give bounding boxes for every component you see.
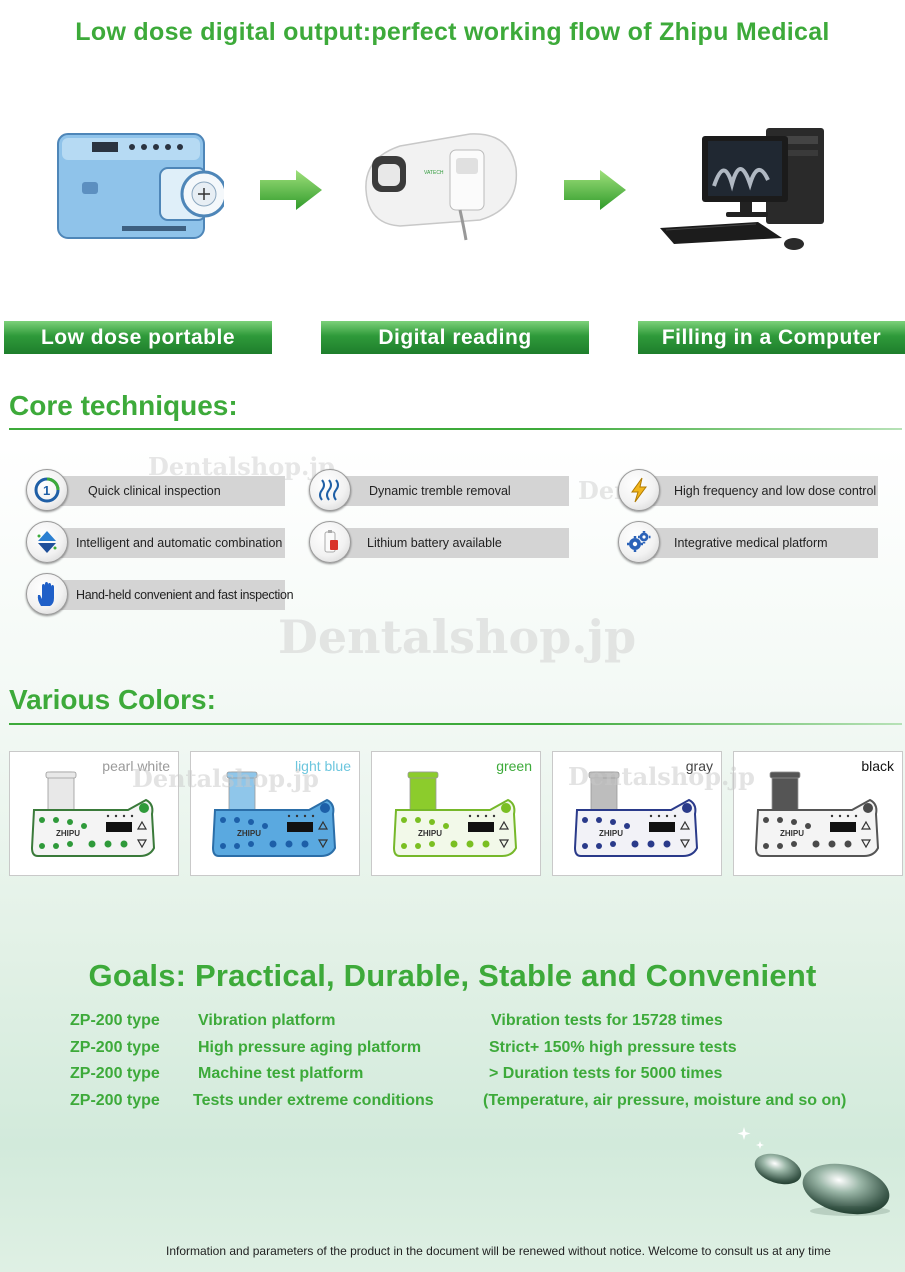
various-colors-title: Various Colors: <box>9 684 216 715</box>
timer-icon: 1 <box>26 469 68 511</box>
goal-result: Strict+ 150% high pressure tests <box>489 1039 737 1056</box>
tech-item-label: Intelligent and automatic combination <box>46 528 285 558</box>
goal-result: Vibration tests for 15728 times <box>491 1012 723 1029</box>
svg-text:VATECH: VATECH <box>424 170 444 176</box>
section-divider <box>9 428 902 430</box>
color-option-label: gray <box>685 758 713 774</box>
tech-item-label: Quick clinical inspection <box>46 476 285 506</box>
goal-type: ZP-200 type <box>70 1065 160 1082</box>
workflow-label-filling-computer: Filling in a Computer <box>638 321 905 354</box>
svg-text:1: 1 <box>43 483 50 498</box>
workflow-label-text: Digital reading <box>378 325 532 349</box>
device-image: ZHIPU <box>211 771 337 857</box>
workflow-label-low-dose-portable: Low dose portable <box>4 321 272 354</box>
section-divider <box>9 723 902 725</box>
color-option-label: green <box>496 758 532 774</box>
workflow-label-text: Low dose portable <box>40 325 235 349</box>
goal-type: ZP-200 type <box>70 1039 160 1056</box>
tech-item-label: Integrative medical platform <box>638 528 878 558</box>
color-option-label: light blue <box>294 758 351 774</box>
water-drops-decoration <box>737 1127 890 1216</box>
computer-image <box>660 128 824 250</box>
color-option-label: black <box>861 758 894 774</box>
tech-item-high-frequency: High frequency and low dose control <box>618 469 878 511</box>
goal-platform: High pressure aging platform <box>198 1039 422 1056</box>
battery-icon <box>309 521 351 563</box>
hand-icon <box>26 573 68 615</box>
tech-item-dynamic-tremble-removal: Dynamic tremble removal <box>309 469 569 511</box>
footer-notice: Information and parameters of the produc… <box>166 1244 831 1258</box>
svg-text:ZHIPU: ZHIPU <box>56 829 80 838</box>
device-image: ZHIPU <box>392 771 518 857</box>
svg-text:ZHIPU: ZHIPU <box>780 829 804 838</box>
goal-result: (Temperature, air pressure, moisture and… <box>483 1092 847 1109</box>
triangles-icon <box>26 521 68 563</box>
goal-platform: Vibration platform <box>198 1012 336 1029</box>
goal-platform: Tests under extreme conditions <box>193 1092 434 1109</box>
goals-title: Goals: Practical, Durable, Stable and Co… <box>88 958 817 993</box>
tech-item-label: Hand-held convenient and fast inspection <box>46 580 294 610</box>
tech-item-intelligent-combination: Intelligent and automatic combination <box>26 521 285 563</box>
tech-item-quick-clinical-inspection: 1 Quick clinical inspection <box>26 469 285 511</box>
workflow-label-text: Filling in a Computer <box>661 325 882 349</box>
tech-item-lithium-battery: Lithium battery available <box>309 521 569 563</box>
color-option-label: pearl white <box>102 758 170 774</box>
svg-text:ZHIPU: ZHIPU <box>418 829 442 838</box>
gears-icon <box>618 521 660 563</box>
workflow-label-digital-reading: Digital reading <box>321 321 589 354</box>
svg-text:ZHIPU: ZHIPU <box>237 829 261 838</box>
device-image: ZHIPU <box>573 771 699 857</box>
device-image: ZHIPU <box>754 771 880 857</box>
watermark-text: Dentalshop.jp <box>278 610 637 664</box>
core-techniques-title: Core techniques: <box>9 390 238 421</box>
goal-result: > Duration tests for 5000 times <box>489 1065 723 1082</box>
tech-item-label: Dynamic tremble removal <box>329 476 569 506</box>
tech-item-label: High frequency and low dose control <box>638 476 878 506</box>
flow-arrow-icon <box>564 170 626 210</box>
portable-xray-device-image <box>57 133 224 239</box>
tech-item-integrative-platform: Integrative medical platform <box>618 521 878 563</box>
wave-icon <box>309 469 351 511</box>
goal-platform: Machine test platform <box>198 1065 364 1082</box>
goal-type: ZP-200 type <box>70 1092 160 1109</box>
tech-item-label: Lithium battery available <box>329 528 569 558</box>
flow-arrow-icon <box>260 170 322 210</box>
page-headline: Low dose digital output:perfect working … <box>75 18 830 46</box>
goal-type: ZP-200 type <box>70 1012 160 1029</box>
lightning-icon <box>618 469 660 511</box>
digital-reader-image: VATECH <box>365 133 518 241</box>
svg-text:ZHIPU: ZHIPU <box>599 829 623 838</box>
device-image: ZHIPU <box>30 771 156 857</box>
tech-item-hand-held-inspection: Hand-held convenient and fast inspection <box>26 573 294 615</box>
